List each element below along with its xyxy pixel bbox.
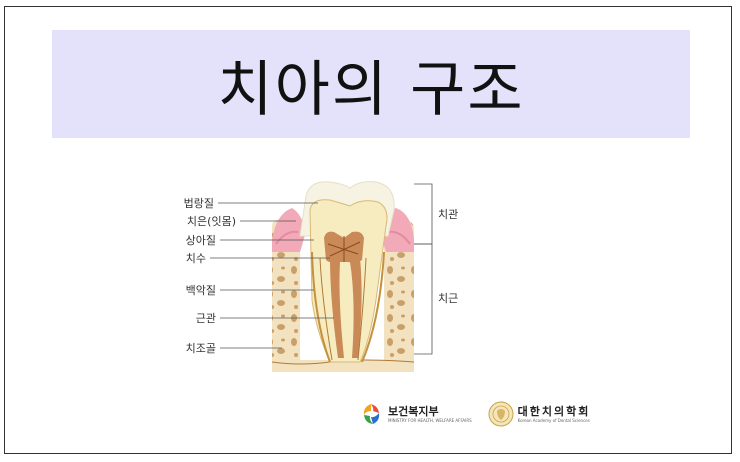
label-root-canal: 근관	[196, 312, 216, 325]
tooth	[299, 181, 395, 363]
ministry-subtitle: MINISTRY FOR HEALTH, WELFARE AFFAIRS	[388, 417, 472, 423]
label-root: 치근	[438, 292, 458, 305]
label-crown: 치관	[438, 208, 458, 221]
label-alveolar-bone: 치조골	[186, 342, 216, 355]
label-gingiva: 치은(잇몸)	[187, 215, 236, 228]
label-pulp: 치수	[186, 252, 206, 265]
academy-logo: 대한치의학회 Korean Academy of Dental Sciences	[488, 401, 591, 427]
academy-subtitle: Korean Academy of Dental Sciences	[517, 417, 590, 423]
ministry-name: 보건복지부	[388, 404, 439, 418]
label-dentin: 상아질	[186, 234, 216, 247]
gum-tissue	[272, 208, 414, 252]
logo-row: 보건복지부 MINISTRY FOR HEALTH, WELFARE AFFAI…	[358, 396, 606, 432]
title-banner: 치아의 구조	[52, 30, 690, 138]
label-enamel: 법랑질	[184, 197, 214, 210]
ministry-swirl-icon	[358, 401, 384, 427]
academy-seal-icon	[488, 401, 514, 427]
right-brackets	[414, 183, 433, 355]
page-title: 치아의 구조	[217, 54, 525, 125]
ministry-logo: 보건복지부 MINISTRY FOR HEALTH, WELFARE AFFAI…	[358, 401, 472, 427]
leader-lines	[210, 202, 334, 349]
label-cementum: 백악질	[186, 284, 216, 297]
academy-name: 대한치의학회	[517, 404, 591, 418]
